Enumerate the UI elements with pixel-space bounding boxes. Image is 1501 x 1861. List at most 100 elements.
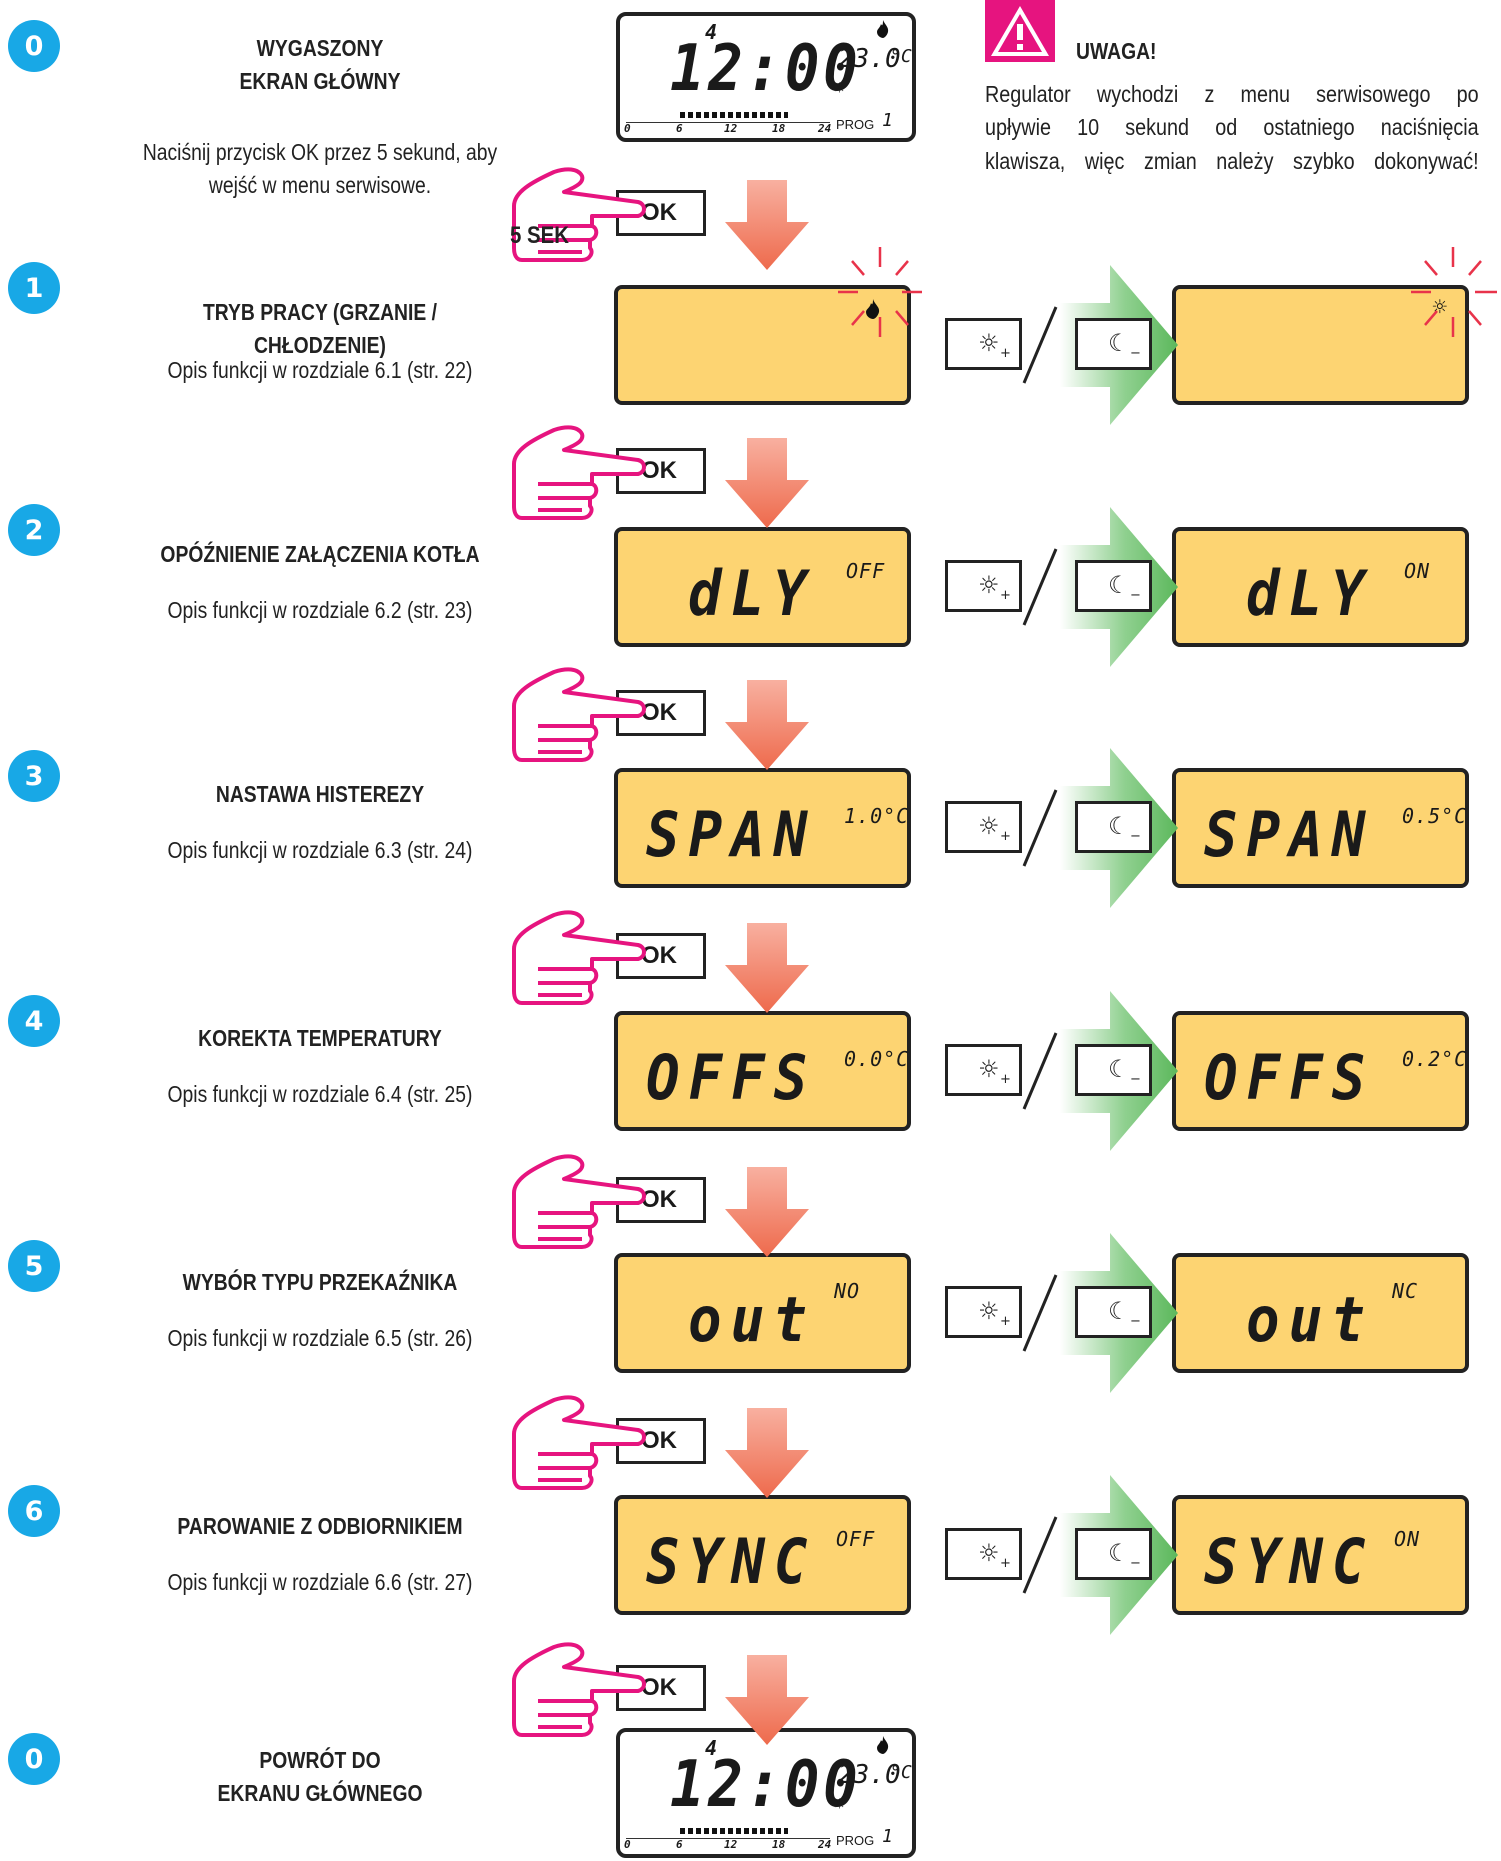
sun-icon: ☼ [978, 1539, 1000, 1567]
main-screen-display-return: 4 12:00 23.0 °C ☼ 0 6 12 18 24 PROG 1 [616, 1728, 916, 1858]
lcd-step-6-left: SYNC OFF [614, 1495, 911, 1615]
prog-number: 1 [882, 1826, 893, 1847]
lcd-step-4-right: OFFS 0.2°C [1172, 1011, 1469, 1131]
lcd-step-1-right: ☼ [1172, 285, 1469, 405]
lcd-step-4-right-value: OFFS [1204, 1041, 1375, 1114]
plus-button[interactable]: ☼+ [945, 560, 1022, 612]
blink-rays-right [1411, 247, 1497, 337]
or-separator [1022, 1274, 1058, 1352]
step-title-2: OPÓŹNIENIE ZAŁĄCZENIA KOTŁA [160, 541, 480, 567]
minus-sign: − [1130, 1314, 1141, 1329]
flame-icon [876, 1736, 890, 1754]
step-desc-2: Opis funkcji w rozdziale 6.2 (str. 23) [167, 597, 473, 623]
next-step-arrow-down [725, 923, 809, 1013]
timeline-tick-24: 24 [818, 1838, 832, 1851]
prog-number: 1 [882, 110, 893, 131]
pointing-hand-icon [512, 910, 646, 1005]
step-desc-3: Opis funkcji w rozdziale 6.3 (str. 24) [167, 837, 473, 863]
minus-sign: − [1130, 1556, 1141, 1571]
moon-icon: ☾ [1108, 571, 1130, 599]
plus-button[interactable]: ☼+ [945, 1286, 1022, 1338]
next-step-arrow-down [725, 1655, 809, 1745]
lcd-step-5-right-sup: NC [1392, 1279, 1419, 1303]
next-step-arrow-down [725, 1408, 809, 1498]
minus-sign: − [1130, 1072, 1141, 1087]
prog-label: PROG [836, 117, 875, 132]
lcd-step-2-right: dLY ON [1172, 527, 1469, 647]
plus-button[interactable]: ☼+ [945, 1528, 1022, 1580]
minus-button[interactable]: ☾− [1075, 801, 1152, 853]
timeline-tick-18: 18 [772, 122, 786, 135]
step-title-4: KOREKTA TEMPERATURY [198, 1025, 442, 1051]
or-separator [1022, 1032, 1058, 1110]
sun-icon: ☼ [978, 571, 1000, 599]
ok-button[interactable]: OK [616, 190, 706, 236]
plus-sign: + [1000, 588, 1011, 603]
temperature-unit: °C [890, 46, 912, 67]
step-desc-1: Opis funkcji w rozdziale 6.1 (str. 22) [167, 357, 473, 383]
warning-title: UWAGA! [1076, 38, 1157, 64]
day-indicator: 4 [705, 20, 718, 44]
next-step-arrow-down [725, 680, 809, 770]
room-temperature: 23.0 [838, 44, 901, 74]
timeline-tick-24: 24 [818, 122, 832, 135]
step-number-4: 4 [8, 995, 60, 1047]
lcd-step-5-right-value: out [1246, 1283, 1374, 1356]
plus-button[interactable]: ☼+ [945, 1044, 1022, 1096]
sun-icon: ☼ [978, 1297, 1000, 1325]
timeline-tick-6: 6 [676, 1838, 683, 1851]
ok-button[interactable]: OK [616, 1177, 706, 1223]
step-title-6: PAROWANIE Z ODBIORNIKIEM [177, 1513, 463, 1539]
step-title-5: WYBÓR TYPU PRZEKAŹNIKA [182, 1269, 458, 1295]
flame-icon [876, 20, 890, 38]
lcd-step-4-left: OFFS 0.0°C [614, 1011, 911, 1131]
moon-icon: ☾ [1108, 1297, 1130, 1325]
step-number-return: 0 [8, 1733, 60, 1785]
day-indicator: 4 [705, 1736, 718, 1760]
or-separator [1022, 306, 1058, 384]
lcd-step-5-left-value: out [688, 1283, 816, 1356]
minus-button[interactable]: ☾− [1075, 1528, 1152, 1580]
flame-icon-blinking [865, 299, 881, 319]
minus-button[interactable]: ☾− [1075, 560, 1152, 612]
lcd-step-6-right-value: SYNC [1204, 1525, 1375, 1598]
step-number-5: 5 [8, 1240, 60, 1292]
plus-button[interactable]: ☼+ [945, 801, 1022, 853]
pointing-hand-icon [512, 1154, 646, 1249]
or-separator [1022, 1516, 1058, 1594]
minus-button[interactable]: ☾− [1075, 318, 1152, 370]
moon-icon: ☾ [1108, 812, 1130, 840]
plus-button[interactable]: ☼+ [945, 318, 1022, 370]
step-desc-0: Naciśnij przycisk OK przez 5 sekund, aby… [142, 139, 498, 199]
minus-button[interactable]: ☾− [1075, 1044, 1152, 1096]
plus-sign: + [1000, 1556, 1011, 1571]
warning-icon [985, 0, 1055, 62]
step-number-6: 6 [8, 1485, 60, 1537]
minus-button[interactable]: ☾− [1075, 1286, 1152, 1338]
moon-icon: ☾ [1108, 329, 1130, 357]
prog-label: PROG [836, 1833, 875, 1848]
lcd-step-2-right-value: dLY [1246, 557, 1374, 630]
pointing-hand-icon [512, 667, 646, 762]
step-desc-4: Opis funkcji w rozdziale 6.4 (str. 25) [167, 1081, 473, 1107]
lcd-step-5-left: out NO [614, 1253, 911, 1373]
lcd-step-3-right: SPAN 0.5°C [1172, 768, 1469, 888]
program-timeline [626, 1828, 830, 1839]
minus-sign: − [1130, 588, 1141, 603]
lcd-step-2-right-sup: ON [1404, 559, 1431, 583]
lcd-step-5-right: out NC [1172, 1253, 1469, 1373]
timeline-tick-12: 12 [724, 1838, 738, 1851]
plus-sign: + [1000, 829, 1011, 844]
lcd-step-3-left-sup: 1.0°C [844, 804, 910, 828]
program-timeline [626, 112, 830, 123]
lcd-step-4-left-value: OFFS [646, 1041, 817, 1114]
sun-icon: ☼ [834, 1794, 845, 1815]
pointing-hand-icon [512, 1395, 646, 1490]
clock-time: 12:00 [670, 32, 862, 106]
lcd-step-2-left-value: dLY [688, 557, 816, 630]
timeline-tick-6: 6 [676, 122, 683, 135]
step-number-2: 2 [8, 504, 60, 556]
plus-sign: + [1000, 346, 1011, 361]
